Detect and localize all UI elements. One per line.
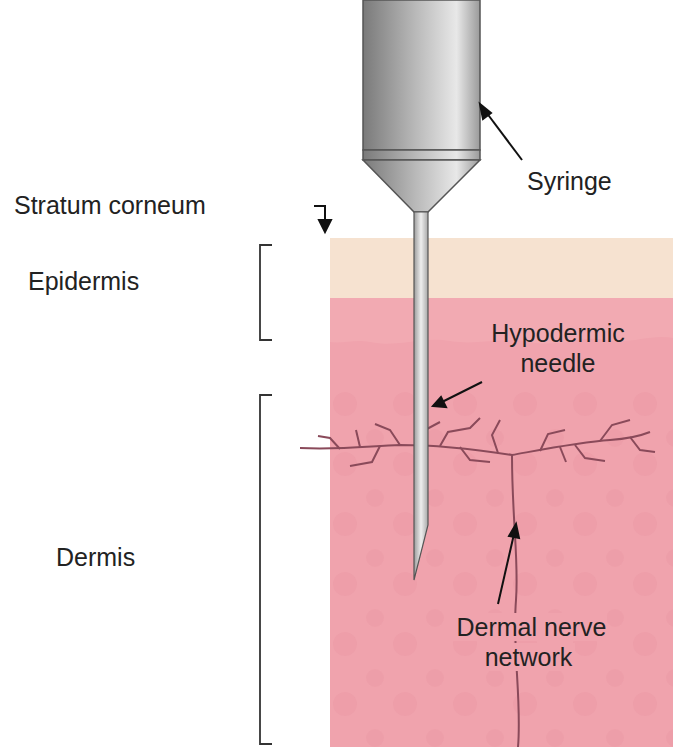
part-label-box: Hypodermic needle bbox=[468, 318, 648, 378]
dermis-texture bbox=[330, 390, 673, 747]
part-label: Syringe bbox=[527, 167, 612, 195]
layer-label-box: Dermis bbox=[56, 542, 246, 572]
syringe-barrel bbox=[363, 0, 480, 150]
dermis-layer bbox=[330, 238, 673, 747]
leader-arrows bbox=[314, 104, 522, 604]
syringe-cone bbox=[363, 160, 480, 212]
part-label: Dermal nerve network bbox=[453, 613, 606, 671]
hypodermic-needle bbox=[414, 212, 428, 580]
part-label-box: Syringe bbox=[527, 166, 667, 196]
layer-label: Epidermis bbox=[28, 267, 139, 295]
part-label: Hypodermic needle bbox=[491, 319, 624, 377]
part-label-box: Dermal nerve network bbox=[425, 612, 635, 672]
epidermis-bracket bbox=[260, 245, 272, 340]
dermis-bracket bbox=[260, 395, 272, 744]
layer-label-box: Stratum corneum bbox=[14, 190, 314, 220]
layer-label: Stratum corneum bbox=[14, 191, 206, 219]
syringe-collar bbox=[363, 150, 480, 160]
layer-label: Dermis bbox=[56, 543, 135, 571]
layer-label-box: Epidermis bbox=[28, 266, 248, 296]
stratum-corneum-layer bbox=[330, 238, 673, 298]
nerve-network bbox=[300, 418, 655, 747]
